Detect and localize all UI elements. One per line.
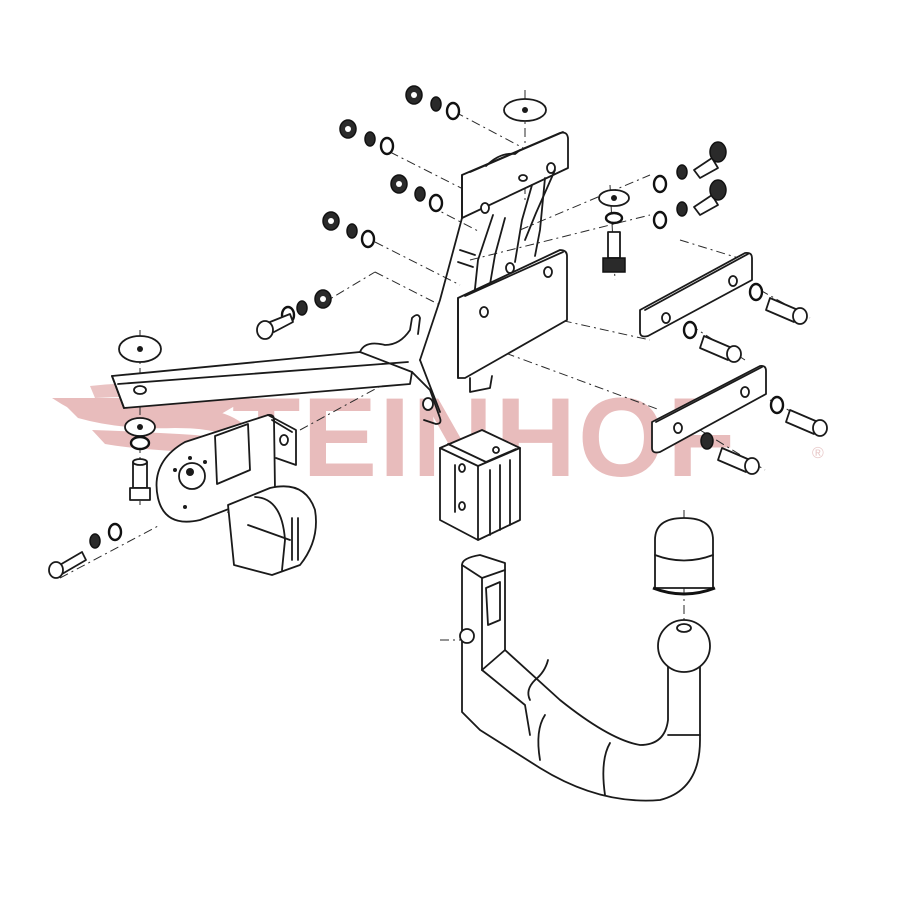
bolt-icon <box>256 313 294 340</box>
fastener-set-4 <box>322 211 376 249</box>
spacer-plate-2-fasteners <box>700 395 828 475</box>
ball-cap <box>652 517 716 596</box>
fastener-set-5 <box>256 289 332 340</box>
electrical-socket <box>227 485 317 576</box>
tow-ball <box>657 619 711 673</box>
receiver-socket <box>439 429 521 541</box>
registered-mark: ® <box>812 445 824 462</box>
vertical-bolt-right <box>598 189 630 273</box>
tow-arm <box>459 554 701 802</box>
fastener-set-1 <box>405 85 461 121</box>
socket-bracket <box>155 413 297 523</box>
fastener-set-3 <box>390 174 444 213</box>
top-disc-washer <box>503 98 547 122</box>
crossbar <box>111 314 442 425</box>
spacer-plate-1-fasteners <box>682 282 808 363</box>
crossbar-fasteners <box>118 335 162 501</box>
fastener-set-2 <box>339 119 395 156</box>
spacer-plate-1 <box>639 251 753 338</box>
bottom-left-bolt <box>48 522 123 579</box>
mounting-plate-lower <box>457 249 568 393</box>
upper-right-bolts <box>652 141 727 230</box>
spacer-plate-2 <box>651 364 767 454</box>
mounting-plate-upper <box>461 131 569 219</box>
